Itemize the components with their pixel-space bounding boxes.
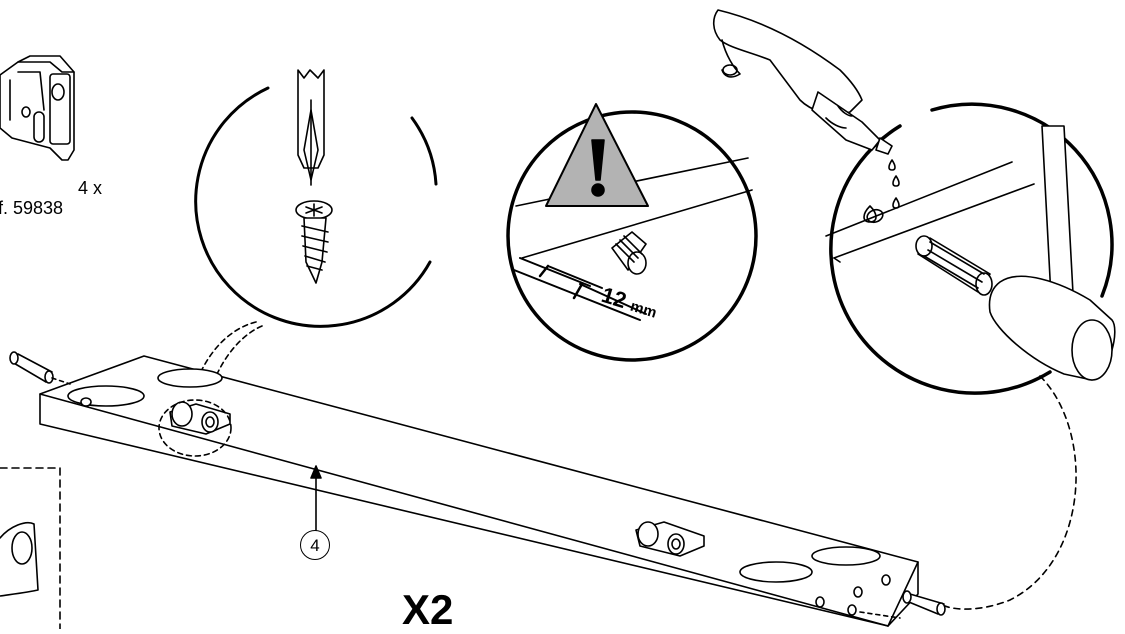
dowel-icon [915, 235, 993, 296]
partial-detail-frame [0, 467, 61, 629]
panel-hinge-bracket-right [635, 521, 705, 557]
warning-triangle-icon [545, 103, 649, 207]
dowel-icon [611, 231, 647, 275]
panel-hinge-bracket-left [169, 401, 231, 435]
part-quantity: 4 x [77, 178, 102, 198]
dowel-left-end [9, 351, 71, 385]
part-callout: 4 [300, 530, 330, 560]
glue-drops [863, 197, 900, 224]
panel-part-4 [39, 355, 919, 627]
glue-bottle-hand-icon [712, 9, 900, 187]
multiplier-label: X2 [402, 586, 454, 633]
screwdriver-screw-icon [295, 69, 333, 284]
hinge-bracket-icon [0, 55, 75, 161]
screw-detail [194, 69, 438, 328]
mallet-icon [988, 125, 1116, 381]
dowel-depth-detail [506, 103, 758, 362]
dowel-right-end [902, 590, 946, 616]
bracket-highlight [158, 399, 232, 457]
glue-detail [712, 9, 1116, 395]
part-reference: éf. 59838 [0, 198, 64, 218]
